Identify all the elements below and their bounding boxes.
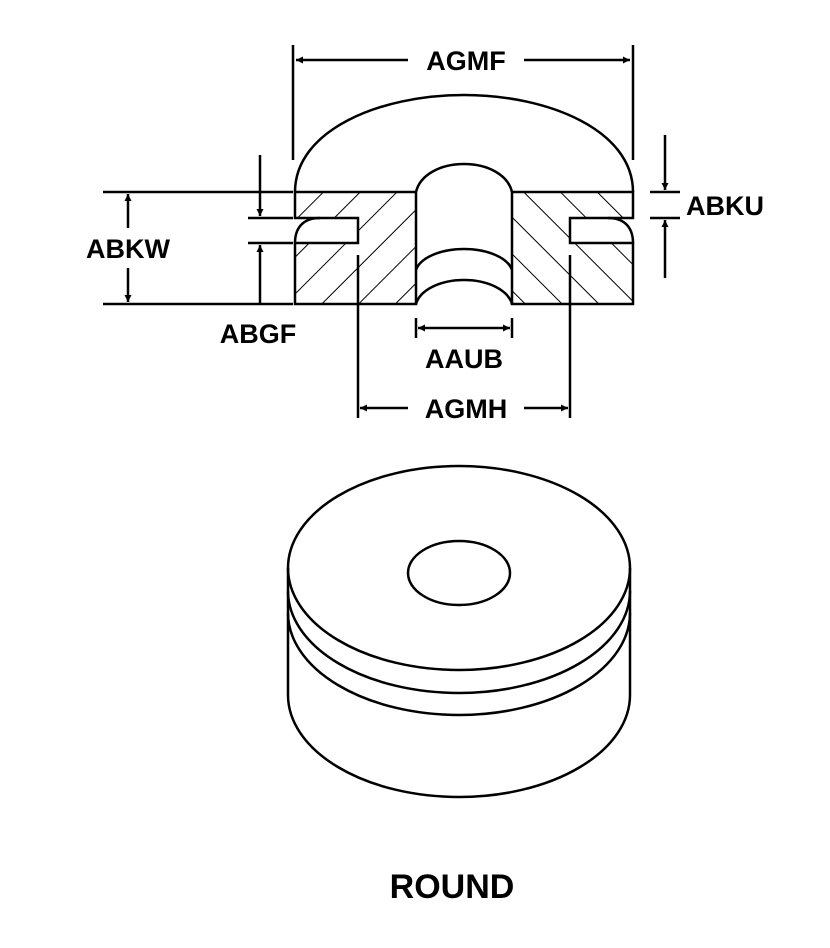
bottom-edge xyxy=(286,694,632,799)
shape-caption: ROUND xyxy=(390,868,515,906)
dim-label-abku: ABKU xyxy=(686,191,764,221)
center-hole xyxy=(406,539,512,607)
dim-label-agmh: AGMH xyxy=(425,394,508,424)
dim-label-abkw: ABKW xyxy=(86,234,170,264)
hole-mid-arc xyxy=(414,247,514,271)
top-face xyxy=(286,464,632,672)
dome-outline xyxy=(293,93,635,193)
dimensions: AGMF ABKU ABKW ABGF AAUB AGMH xyxy=(86,45,764,424)
hole-top-arc xyxy=(414,162,514,193)
isometric-view xyxy=(286,464,632,799)
dim-label-abgf: ABGF xyxy=(220,319,297,349)
left-lip xyxy=(293,216,321,244)
dim-label-agmf: AGMF xyxy=(426,46,505,76)
cross-section xyxy=(293,93,635,306)
groove-line-2 xyxy=(286,612,632,717)
right-section-hatch xyxy=(510,190,635,306)
hole-bottom-arc xyxy=(414,278,514,305)
right-lip xyxy=(607,216,635,244)
left-section-hatch xyxy=(293,190,418,306)
groove-line-1 xyxy=(286,590,632,695)
dim-label-aaub: AAUB xyxy=(425,344,503,374)
